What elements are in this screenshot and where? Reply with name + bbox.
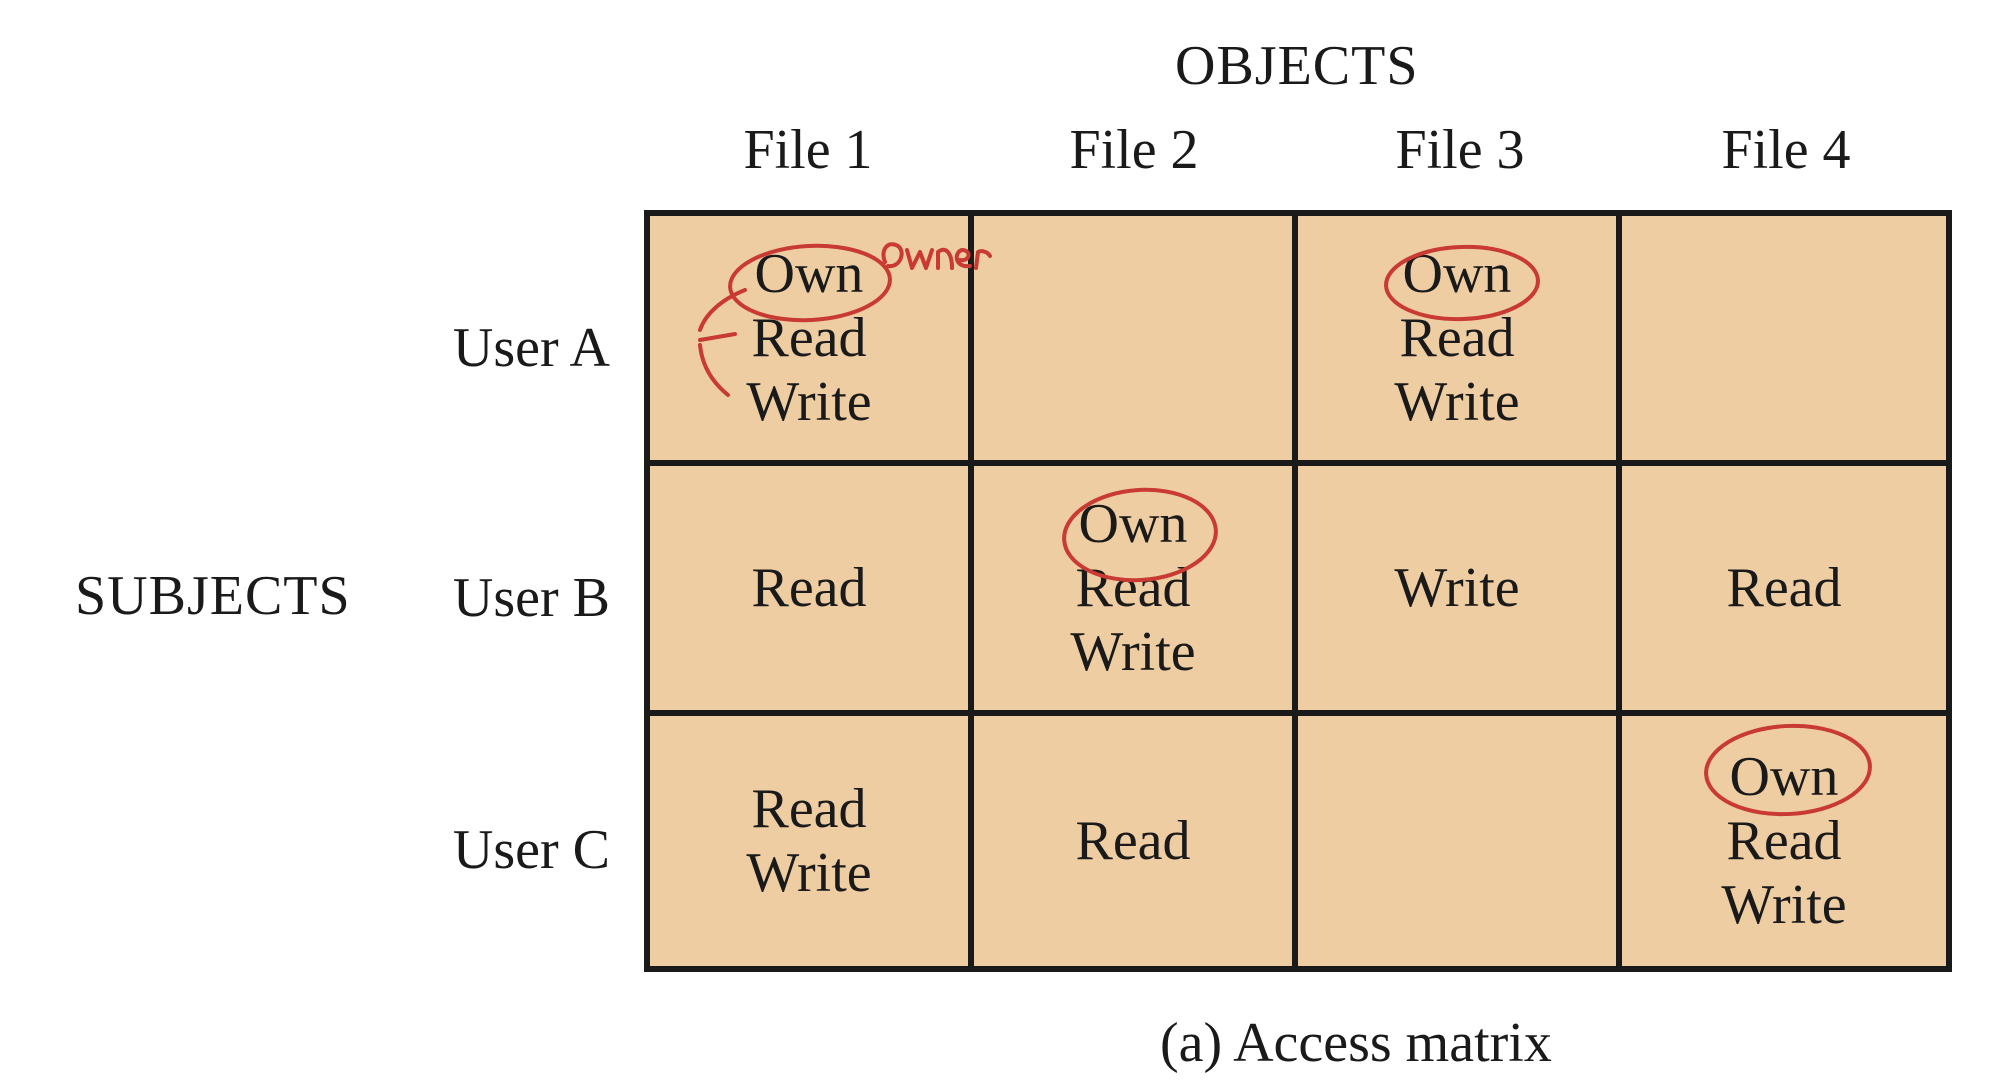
right-write: Write	[1070, 621, 1196, 683]
matrix-cell-user-c-file-2: Read	[974, 716, 1298, 966]
right-read: Read	[1075, 810, 1191, 872]
subjects-title: SUBJECTS	[75, 565, 351, 627]
column-header-file-2: File 2	[1069, 119, 1199, 181]
right-write: Write	[1394, 557, 1520, 619]
matrix-cell-user-b-file-1: Read	[650, 466, 974, 716]
right-read: Read	[751, 778, 867, 840]
right-own: Own	[1729, 746, 1839, 808]
column-header-file-1: File 1	[743, 119, 873, 181]
right-write: Write	[1394, 371, 1520, 433]
right-own: Own	[1402, 243, 1512, 305]
right-write: Write	[746, 842, 872, 904]
right-write: Write	[1721, 874, 1847, 936]
row-header-user-b: User B	[452, 567, 610, 629]
right-read: Read	[1726, 810, 1842, 872]
right-read: Read	[1075, 557, 1191, 619]
matrix-cell-user-b-file-4: Read	[1622, 466, 1946, 716]
row-header-user-c: User C	[452, 819, 610, 881]
matrix-cell-user-c-file-3	[1298, 716, 1622, 966]
right-read: Read	[751, 557, 867, 619]
column-header-file-4: File 4	[1721, 119, 1851, 181]
right-read: Read	[1399, 307, 1515, 369]
matrix-cell-user-a-file-2	[974, 216, 1298, 466]
access-matrix: Own Read Write Own Read Write Read Own R…	[644, 210, 1952, 972]
right-read: Read	[1726, 557, 1842, 619]
objects-title: OBJECTS	[1175, 35, 1419, 97]
column-header-file-3: File 3	[1395, 119, 1525, 181]
matrix-cell-user-a-file-1: Own Read Write	[650, 216, 974, 466]
matrix-cell-user-b-file-3: Write	[1298, 466, 1622, 716]
row-header-user-a: User A	[452, 317, 610, 379]
figure-caption: (a) Access matrix	[1160, 1012, 1552, 1074]
right-read: Read	[751, 307, 867, 369]
right-own: Own	[754, 243, 864, 305]
matrix-cell-user-a-file-4	[1622, 216, 1946, 466]
right-own: Own	[1078, 493, 1188, 555]
matrix-cell-user-b-file-2: Own Read Write	[974, 466, 1298, 716]
matrix-cell-user-a-file-3: Own Read Write	[1298, 216, 1622, 466]
matrix-cell-user-c-file-1: Read Write	[650, 716, 974, 966]
right-write: Write	[746, 371, 872, 433]
matrix-cell-user-c-file-4: Own Read Write	[1622, 716, 1946, 966]
